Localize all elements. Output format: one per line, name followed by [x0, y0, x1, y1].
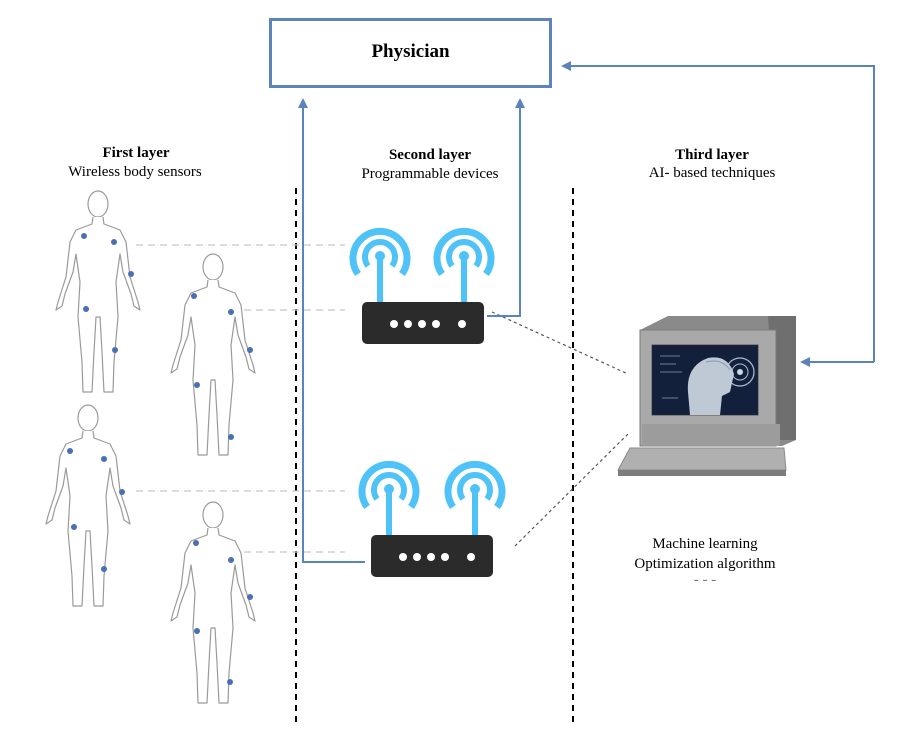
sensor-dot: [228, 434, 234, 440]
sensor-dot: [194, 628, 200, 634]
human-body-outline-icon: [45, 404, 131, 607]
physician-label: Physician: [371, 41, 450, 62]
arrow-router1-to-physician: [487, 98, 525, 317]
human-body-outline-icon: [55, 190, 141, 393]
wifi-antenna-icon: [349, 227, 411, 302]
sensor-dot: [119, 489, 125, 495]
router-icon: [358, 460, 506, 577]
sensor-dot: [194, 382, 200, 388]
sensor-dot: [247, 347, 253, 353]
ai-head-image: [652, 345, 758, 415]
second-layer-title: Second layer: [388, 147, 472, 163]
sensor-dot: [228, 309, 234, 315]
physician-box: Physician: [269, 18, 552, 88]
second-layer-subtitle: Programmable devices: [361, 166, 499, 182]
human-body-outline-icon: [170, 501, 256, 704]
sensor-dot: [247, 594, 253, 600]
third-layer-subtitle: AI- based techniques: [648, 165, 776, 181]
first-layer-subtitle: Wireless body sensors: [68, 164, 202, 180]
sensor-dot: [112, 347, 118, 353]
sensor-dot: [128, 271, 134, 277]
sensor-dot: [193, 540, 199, 546]
sensor-dot: [227, 679, 233, 685]
sensor-dot: [67, 448, 73, 454]
computer-monitor-icon: [617, 316, 796, 476]
technique-item: - - -: [693, 572, 717, 588]
sensor-dot: [191, 293, 197, 299]
sensor-dot: [101, 456, 107, 462]
sensor-dot: [101, 566, 107, 572]
first-layer-title: First layer: [102, 145, 170, 161]
third-layer-title: Third layer: [675, 147, 749, 163]
sensor-dot: [81, 233, 87, 239]
human-body-outline-icon: [170, 253, 256, 456]
arrow-router2-to-physician: [298, 98, 365, 563]
sensor-dot: [111, 239, 117, 245]
technique-item: Machine learning: [652, 536, 758, 552]
sensor-dot: [228, 557, 234, 563]
router-computer-link-1: [491, 311, 629, 375]
wifi-antenna-icon: [444, 460, 506, 535]
arrow-computer-to-physician: [561, 61, 875, 362]
sensor-dot: [83, 306, 89, 312]
technique-item: Optimization algorithm: [634, 556, 776, 572]
sensor-dot: [71, 524, 77, 530]
router-computer-link-2: [514, 431, 631, 547]
wifi-antenna-icon: [358, 460, 420, 535]
router-icon: [349, 227, 495, 344]
wifi-antenna-icon: [433, 227, 495, 302]
